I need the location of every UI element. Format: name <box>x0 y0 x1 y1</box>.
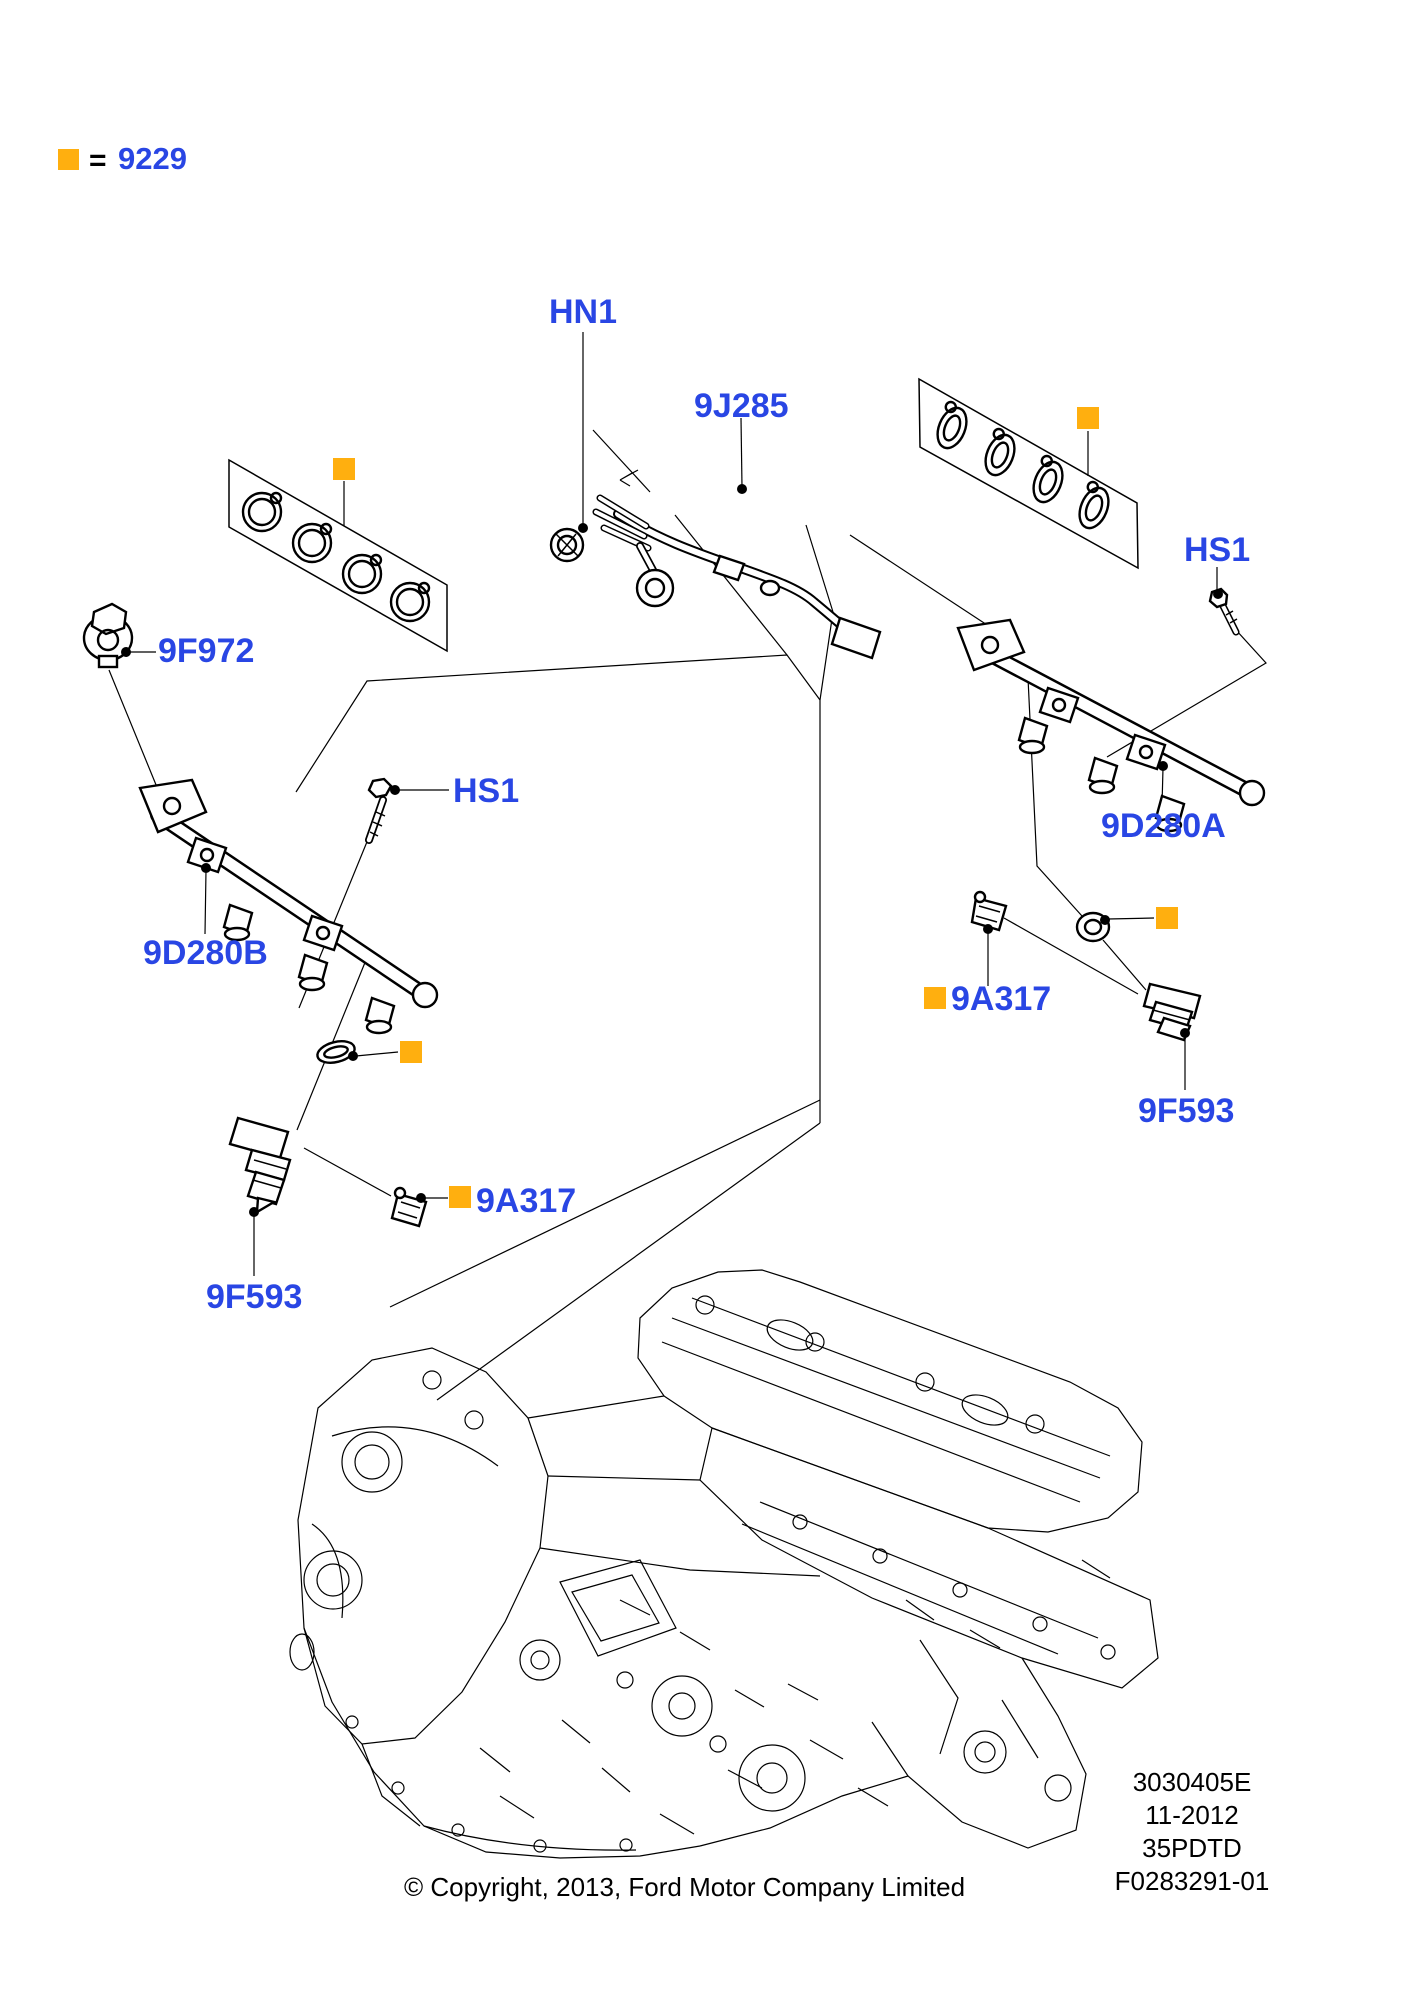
part-label-9a317-left[interactable]: 9A317 <box>476 1182 577 1220</box>
clip-9a317-right <box>970 890 1008 932</box>
part-label-9d280b[interactable]: 9D280B <box>143 934 268 972</box>
part-label-9f593-right[interactable]: 9F593 <box>1138 1092 1235 1130</box>
part-label-9f972[interactable]: 9F972 <box>158 632 255 670</box>
document-code: 35PDTD <box>1142 1833 1242 1863</box>
gasket-box-right <box>918 377 1139 570</box>
part-label-9a317-right[interactable]: 9A317 <box>951 980 1052 1018</box>
oring-left <box>316 1040 356 1064</box>
part-label-hn1[interactable]: HN1 <box>549 293 618 331</box>
injector-9f593-left <box>228 1116 292 1215</box>
bolt-hs1-left <box>365 777 393 844</box>
part-label-9j285[interactable]: 9J285 <box>694 387 789 425</box>
document-info-block: 3030405E 11-2012 35PDTD F0283291-01 <box>1092 1766 1292 1898</box>
gasket-box-left <box>228 458 448 653</box>
sensor-9f972 <box>82 602 134 669</box>
figure-number: F0283291-01 <box>1114 1866 1270 1896</box>
leader-dots <box>121 484 1223 1217</box>
fuel-rail-9d280a <box>956 618 1266 833</box>
part-label-9d280a[interactable]: 9D280A <box>1101 807 1226 845</box>
injector-9f593-right <box>1142 982 1202 1042</box>
document-number: 3030405E <box>1132 1767 1252 1797</box>
legend-marker-square <box>58 149 79 170</box>
part-label-9f593-left[interactable]: 9F593 <box>206 1278 303 1316</box>
fuel-rail-9d280b <box>138 778 439 1035</box>
engine-illustration <box>289 1269 1159 1859</box>
marker-square-right-gaskets <box>1077 407 1099 429</box>
marker-square-left-clip <box>449 1186 471 1208</box>
part-label-hs1-left[interactable]: HS1 <box>453 772 520 810</box>
legend-equals: = <box>89 144 107 177</box>
document-date: 11-2012 <box>1145 1800 1239 1830</box>
locator-lines <box>108 332 1267 1401</box>
fuel-line-9j285 <box>592 494 882 660</box>
marker-square-right-oring <box>1156 907 1178 929</box>
part-label-hs1-right[interactable]: HS1 <box>1184 531 1251 569</box>
legend-part-number[interactable]: 9229 <box>118 141 187 176</box>
marker-square-left-oring <box>400 1041 422 1063</box>
marker-square-left-gaskets <box>333 458 355 480</box>
clip-9a317-left <box>390 1186 428 1228</box>
nut-hn1 <box>549 527 585 563</box>
marker-square-right-clip <box>924 987 946 1009</box>
copyright-text: © Copyright, 2013, Ford Motor Company Li… <box>404 1872 966 1902</box>
